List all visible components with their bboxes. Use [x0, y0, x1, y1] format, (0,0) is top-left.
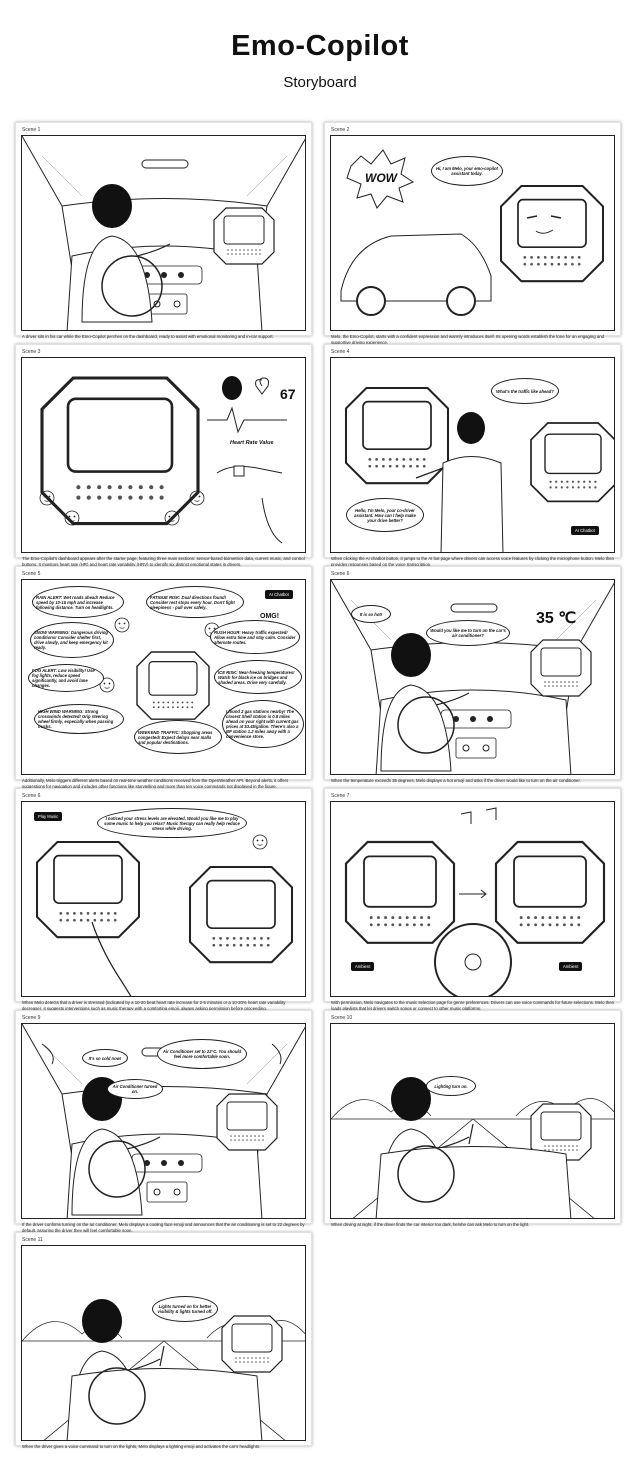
scene-caption: A driver sits in his car while the Emo-C… — [22, 334, 274, 339]
alert-bubble: FOG ALERT: Low visibility! Use fog light… — [28, 664, 104, 692]
scene-card-10: Scene 10 Lighting turn on. When driving … — [324, 1010, 621, 1227]
speech-bubble: It's so cold now! — [82, 1049, 128, 1067]
speech-bubble: It is so hot! — [351, 605, 391, 623]
scene-illustration: It's so cold now! Air Conditioner set to… — [21, 1023, 306, 1219]
scene-label: Scene 6 — [22, 793, 41, 799]
scene-label: Scene 9 — [22, 1015, 41, 1021]
scene-caption: If the driver confirms turning on the ai… — [22, 1222, 305, 1233]
speech-bubble: I noticed your stress levels are elevate… — [97, 808, 247, 838]
scene-caption: The Emo-Copilot's dashboard appears afte… — [22, 556, 305, 567]
scene-illustration: What's the traffic like ahead? Hello, I'… — [330, 357, 615, 553]
alert-bubble: WEEKEND TRAFFIC: Shopping areas congeste… — [134, 720, 222, 754]
scene-illustration: 67 Heart Rate Value — [21, 357, 306, 553]
scene-label: Scene 11 — [22, 1237, 43, 1243]
scene-card-1: Scene 1 A driver sits in his car while t… — [15, 122, 312, 339]
alert-bubble: I found 2 gas stations nearby! The close… — [222, 700, 304, 748]
speech-bubble: Hi, I am Melo, your emo-copilot assistan… — [431, 156, 503, 186]
omg-text: OMG! — [260, 613, 280, 620]
scene-caption: When clicking the AI chatbot button, it … — [331, 556, 615, 567]
play-music-chip[interactable]: Play Music — [34, 812, 63, 821]
page-subtitle: Storyboard — [283, 74, 357, 91]
scene-label: Scene 2 — [331, 127, 350, 133]
scene-card-8: Scene 7 Ambient Ambient With permission,… — [324, 788, 621, 1011]
scene-card-9: Scene 9 It's so cold now! Air Conditione… — [15, 1010, 312, 1233]
ai-chatbot-chip[interactable]: AI Chatbot — [571, 526, 599, 535]
scene-caption: When driving at night, if the driver fin… — [331, 1222, 530, 1227]
heart-rate-value: 67 — [280, 386, 296, 402]
wow-text: WOW — [365, 171, 397, 185]
alert-bubble: RUSH HOUR: Heavy traffic expected! Allow… — [210, 620, 300, 654]
ambient-chip[interactable]: Ambient — [351, 962, 375, 971]
temperature-readout: 35 ℃ — [536, 610, 577, 627]
scene-label: Scene 3 — [22, 349, 41, 355]
alert-bubble: ICE RISK: Near-freezing temperatures! Wa… — [214, 660, 302, 694]
heart-rate-label: Heart Rate Value — [230, 440, 274, 446]
scene-card-2: Scene 2 WOW Hi, I am Melo, your emo-copi… — [324, 122, 621, 345]
ai-chatbot-chip[interactable]: AI Chatbot — [265, 590, 293, 599]
speech-bubble: Lights turned on for better visibility &… — [152, 1296, 218, 1322]
scene-illustration: WOW Hi, I am Melo, your emo-copilot assi… — [330, 135, 615, 331]
scene-card-6: Scene 6 It is so hot! Would you like me … — [324, 566, 621, 783]
scene-card-5: Scene 5 RAIN ALERT: Wet roads ahead! Red… — [15, 566, 312, 789]
scene-illustration — [21, 135, 306, 331]
scene-caption: Additionally, Melo triggers different al… — [22, 778, 289, 789]
scene-label: Scene 5 — [22, 571, 41, 577]
alert-bubble: HIGH WIND WARNING: Strong crosswinds det… — [34, 704, 124, 734]
scene-caption: With permission, Melo navigates to the m… — [331, 1000, 615, 1011]
scene-illustration: Lighting turn on. — [330, 1023, 615, 1219]
scene-illustration: RAIN ALERT: Wet roads ahead! Reduce spee… — [21, 579, 306, 775]
scene-label: Scene 4 — [331, 349, 350, 355]
alert-bubble: FATIGUE RISK: Dual directions found! Con… — [146, 586, 244, 618]
speech-bubble: Would you like me to turn on the car's a… — [426, 620, 510, 646]
scene-card-11: Scene 11 Lights turned on for better vis… — [15, 1232, 312, 1449]
scene-label: Scene 10 — [331, 1015, 353, 1021]
scene-card-7: Scene 6 Play Music I noticed your stress… — [15, 788, 312, 1011]
scene-illustration: Play Music I noticed your stress levels … — [21, 801, 306, 997]
scene-illustration: Ambient Ambient — [330, 801, 615, 997]
ambient-chip[interactable]: Ambient — [559, 962, 583, 971]
scene-label: Scene 7 — [331, 793, 350, 799]
speech-bubble: Air Conditioner turned on. — [107, 1079, 163, 1099]
scene-caption: When the temperature exceeds 35 degrees,… — [331, 778, 581, 783]
speech-bubble: Lighting turn on. — [426, 1076, 476, 1096]
scene-caption: When the driver gives a voice command to… — [22, 1444, 261, 1449]
speech-bubble: Air Conditioner set to 22°C. You should … — [157, 1039, 247, 1069]
scene-label: Scene 1 — [22, 127, 41, 133]
speech-bubble-question: What's the traffic like ahead? — [491, 378, 559, 404]
scene-label: Scene 6 — [331, 571, 350, 577]
scene-caption: Melo, the Emo-Copilot, starts with a con… — [331, 334, 605, 345]
scene-caption: When Melo detects that a driver is stres… — [22, 1000, 286, 1011]
page-title: Emo-Copilot — [231, 30, 409, 62]
scene-card-3: Scene 3 67 Heart Rate Value The Emo-Copi… — [15, 344, 312, 567]
speech-bubble-answer: Hello, I'm Melo, your co-driver assistan… — [346, 498, 424, 532]
scene-card-4: Scene 4 What's the traffic like ahead? H… — [324, 344, 621, 567]
alert-bubble: SNOW WARNING: Dangerous driving conditio… — [30, 622, 114, 658]
alert-bubble: RAIN ALERT: Wet roads ahead! Reduce spee… — [32, 586, 124, 618]
scene-illustration: Lights turned on for better visibility &… — [21, 1245, 306, 1441]
scene-illustration: It is so hot! Would you like me to turn … — [330, 579, 615, 775]
